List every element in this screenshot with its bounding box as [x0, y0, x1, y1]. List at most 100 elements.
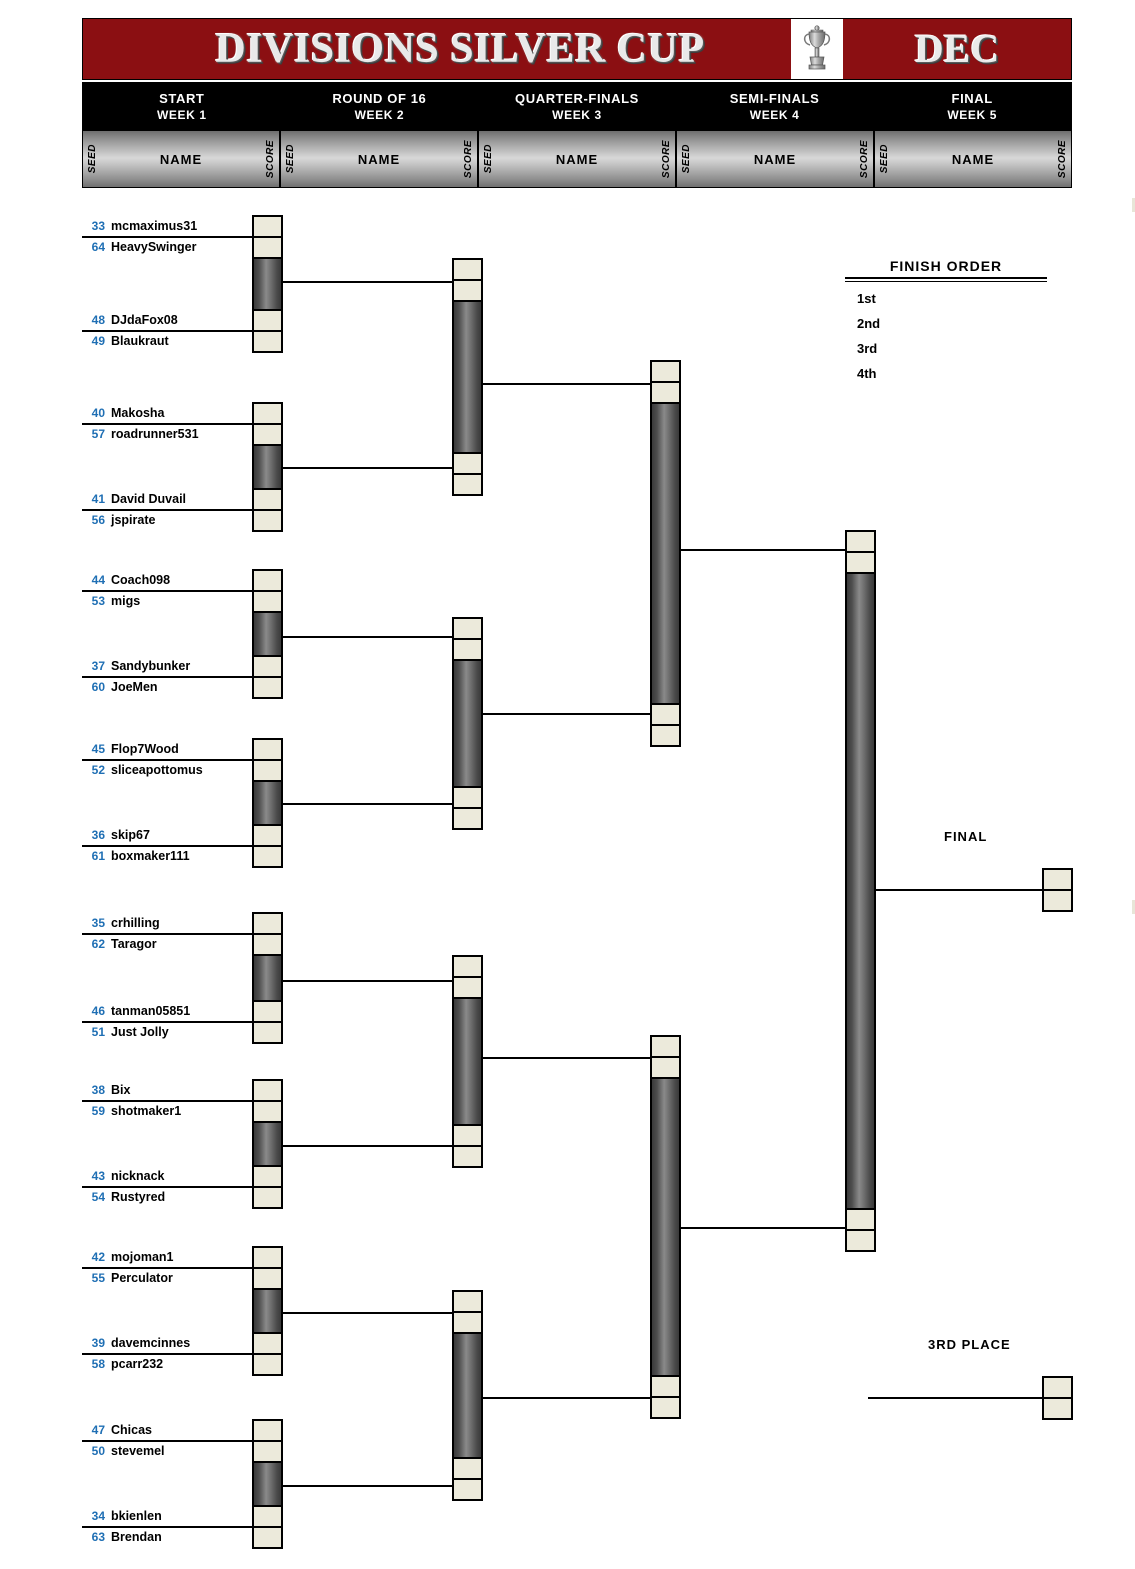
score-box[interactable] [452, 976, 483, 999]
finish-place-label: 1st [857, 291, 876, 306]
score-box[interactable] [252, 1526, 283, 1549]
score-box[interactable] [650, 381, 681, 404]
score-box[interactable] [252, 330, 283, 353]
score-box[interactable] [252, 1419, 283, 1442]
entrant-seed: 47 [91, 1423, 105, 1437]
score-box[interactable] [252, 759, 283, 782]
score-box[interactable] [252, 1165, 283, 1188]
score-box[interactable] [252, 1267, 283, 1290]
score-box[interactable] [252, 1505, 283, 1528]
third-place-score-box[interactable] [1042, 1376, 1073, 1399]
score-box[interactable] [252, 1079, 283, 1102]
score-box[interactable] [1042, 868, 1073, 891]
third-place-score-box[interactable] [1042, 1397, 1073, 1420]
score-box[interactable] [252, 1100, 283, 1123]
score-box[interactable] [452, 617, 483, 640]
score-box[interactable] [452, 452, 483, 475]
score-box[interactable] [252, 569, 283, 592]
score-box[interactable] [252, 933, 283, 956]
score-box[interactable] [252, 1332, 283, 1355]
score-box[interactable] [650, 1396, 681, 1419]
entrant-name: skip67 [111, 828, 150, 842]
score-box[interactable] [452, 258, 483, 281]
score-box[interactable] [252, 1440, 283, 1463]
score-box[interactable] [252, 402, 283, 425]
score-box[interactable] [452, 473, 483, 496]
score-box[interactable] [452, 1124, 483, 1147]
score-box[interactable] [650, 1375, 681, 1398]
score-box[interactable] [252, 423, 283, 446]
score-box[interactable] [845, 530, 876, 553]
score-box[interactable] [252, 488, 283, 511]
score-box[interactable] [845, 551, 876, 574]
score-box[interactable] [252, 1000, 283, 1023]
score-box[interactable] [252, 309, 283, 332]
score-box[interactable] [252, 738, 283, 761]
score-box[interactable] [650, 703, 681, 726]
score-box[interactable] [452, 807, 483, 830]
score-box[interactable] [452, 1311, 483, 1334]
score-box[interactable] [252, 215, 283, 238]
score-box[interactable] [452, 1290, 483, 1313]
score-box[interactable] [845, 1208, 876, 1231]
score-box[interactable] [452, 955, 483, 978]
score-box[interactable] [252, 236, 283, 259]
score-box[interactable] [252, 824, 283, 847]
score-box[interactable] [845, 1229, 876, 1252]
score-box[interactable] [452, 1145, 483, 1168]
score-box[interactable] [252, 1353, 283, 1376]
score-box[interactable] [252, 912, 283, 935]
score-box[interactable] [252, 1246, 283, 1269]
score-box[interactable] [452, 638, 483, 661]
score-box[interactable] [452, 279, 483, 302]
score-box[interactable] [452, 786, 483, 809]
score-box[interactable] [252, 676, 283, 699]
score-box[interactable] [252, 845, 283, 868]
score-box[interactable] [650, 1056, 681, 1079]
score-box[interactable] [252, 509, 283, 532]
score-box[interactable] [452, 1457, 483, 1480]
score-box[interactable] [650, 360, 681, 383]
score-box[interactable] [252, 1021, 283, 1044]
score-box[interactable] [252, 590, 283, 613]
score-box[interactable] [452, 1478, 483, 1501]
score-box[interactable] [650, 1035, 681, 1058]
score-box[interactable] [1042, 889, 1073, 912]
score-box[interactable] [252, 1186, 283, 1209]
score-box[interactable] [650, 724, 681, 747]
score-box[interactable] [252, 655, 283, 678]
bracket-line [82, 1440, 254, 1442]
